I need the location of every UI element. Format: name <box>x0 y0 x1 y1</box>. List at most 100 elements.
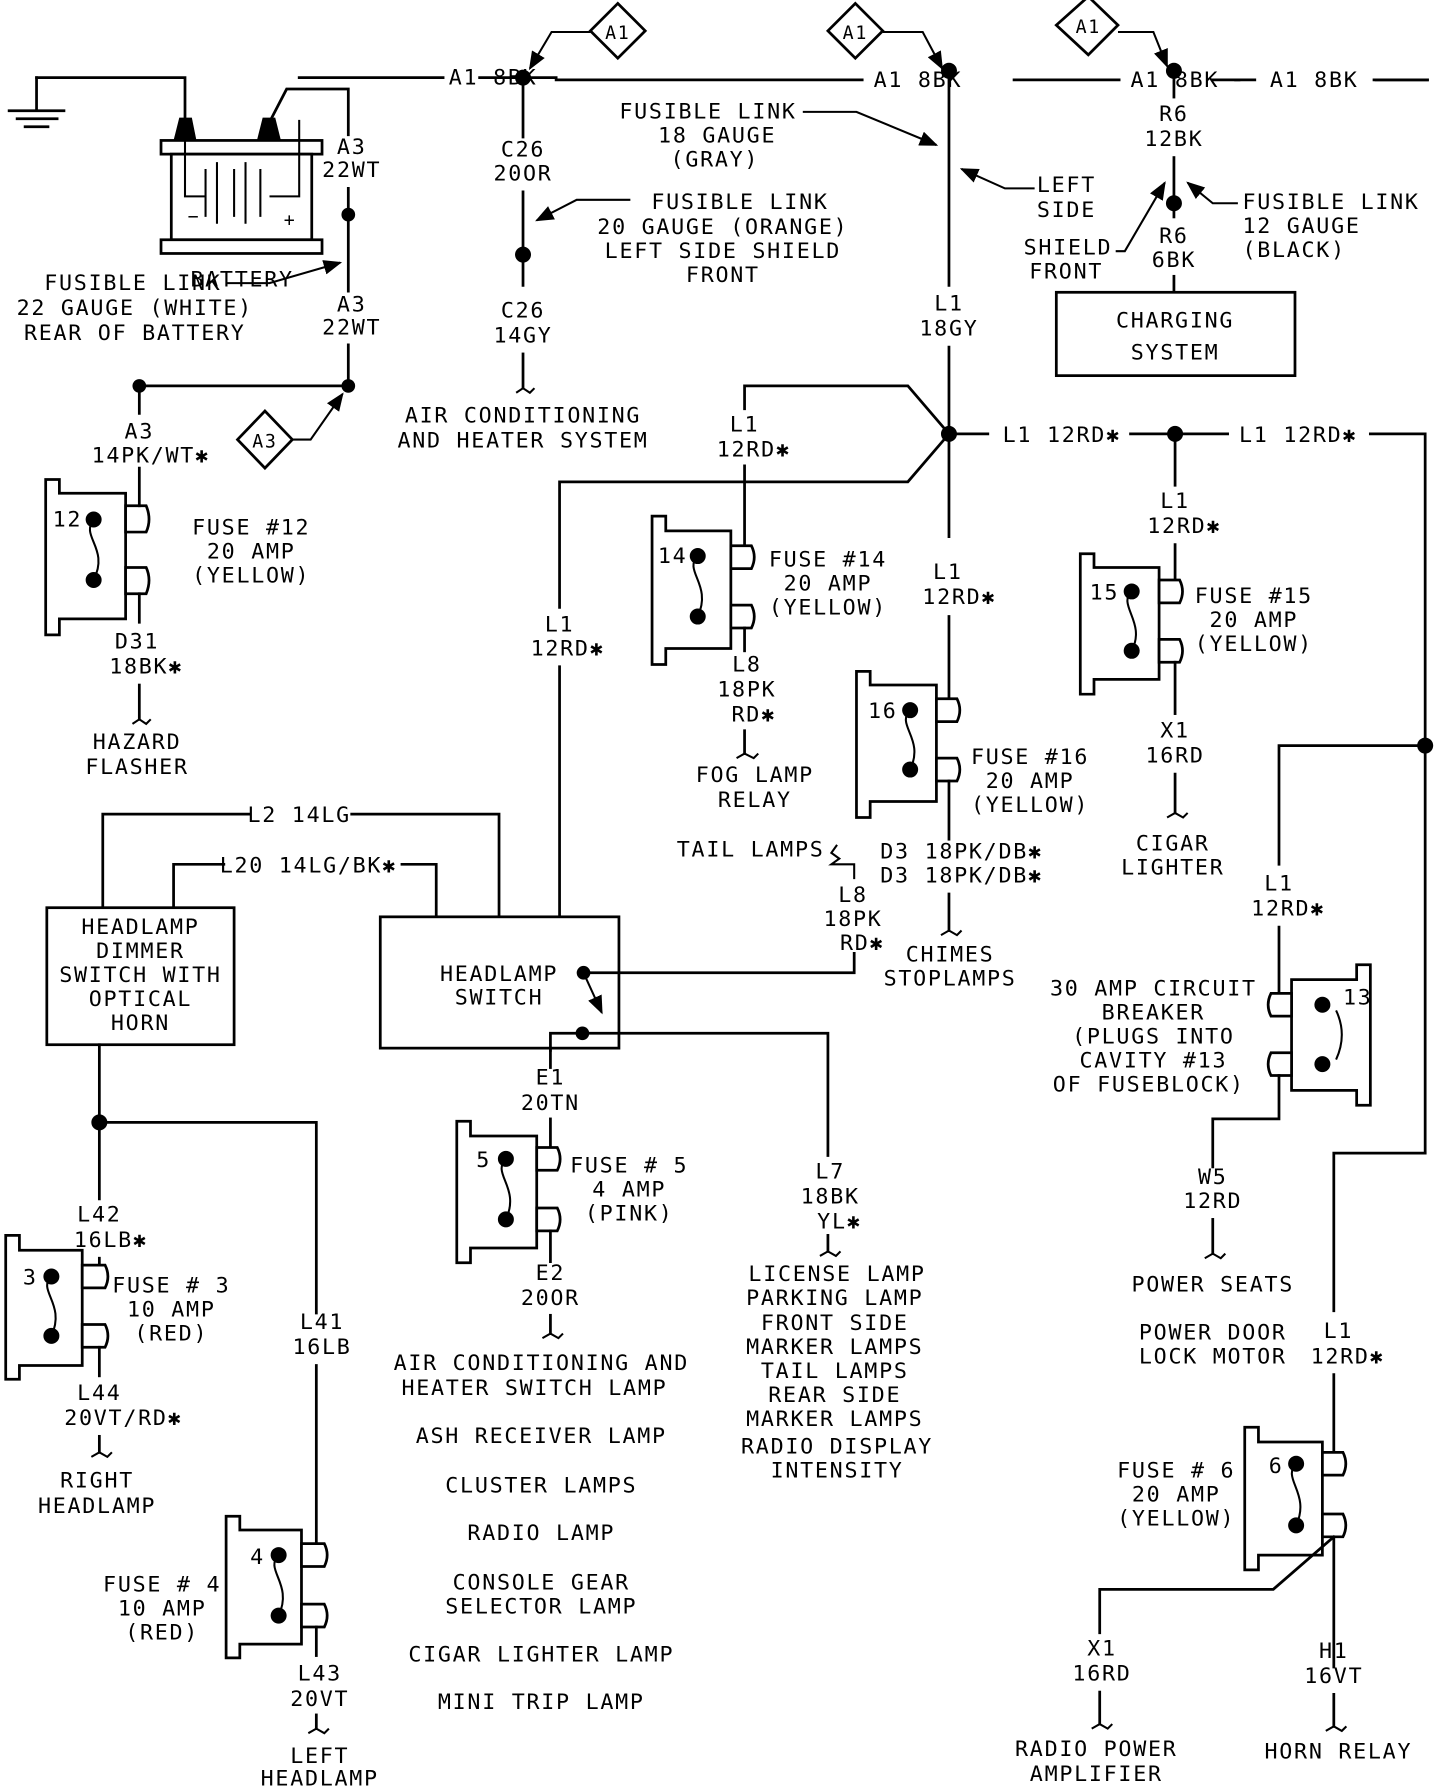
fuse-3-in-code: L42 <box>77 1203 121 1228</box>
fog-lamp-relay-2: RELAY <box>718 788 792 813</box>
cb-out-gauge: 12RD <box>1183 1189 1242 1214</box>
l41-code: L41 <box>300 1310 344 1335</box>
fuse-3-label: FUSE # 3 <box>112 1273 230 1298</box>
a3-mid-gauge: 22WT <box>322 316 381 341</box>
r6-top-code: R6 <box>1159 102 1189 127</box>
shield-front-2: FRONT <box>1029 260 1103 285</box>
fuse-3-out-gauge: 20VT/RD✱ <box>64 1406 182 1431</box>
horn-relay-label: HORN RELAY <box>1265 1739 1413 1764</box>
fuse-4-out-code: L43 <box>298 1662 342 1687</box>
headlamp-switch-label-1: HEADLAMP <box>440 962 558 987</box>
c26-fusible-link-2: 20 GAUGE (ORANGE) <box>597 215 848 240</box>
fuse-16-in-gauge: 12RD✱ <box>922 585 996 610</box>
l7-destinations: LICENSE LAMP PARKING LAMP FRONT SIDE MAR… <box>741 1262 931 1483</box>
r6-fusible-link-2: 12 GAUGE <box>1242 214 1360 239</box>
l7-gauge2: YL✱ <box>817 1210 861 1235</box>
l7-dest-7: MARKER LAMPS <box>746 1407 923 1432</box>
fuse-3[interactable]: 3 <box>4 1234 110 1381</box>
fuse-6[interactable]: 6 <box>1243 1425 1348 1572</box>
splice-ref-a3[interactable]: A3 <box>235 409 295 471</box>
fuse-15-label: FUSE #15 <box>1195 584 1313 609</box>
fuse-6-out2-code: H1 <box>1319 1639 1349 1664</box>
r6-bot-gauge: 6BK <box>1152 248 1196 273</box>
svg-text:A1: A1 <box>843 23 868 44</box>
fuse-4[interactable]: 4 <box>224 1514 329 1660</box>
dest-ac-heater-switch-lamp-1: AIR CONDITIONING AND <box>394 1351 689 1376</box>
battery-negative: − <box>188 207 201 228</box>
fuse-4-out-gauge: 20VT <box>290 1687 349 1712</box>
dest-console-gear-2: SELECTOR LAMP <box>445 1594 637 1619</box>
fuse-16[interactable]: 16 <box>855 669 962 819</box>
svg-text:A1: A1 <box>1076 17 1101 38</box>
fuse-15-out-gauge: 16RD <box>1146 744 1205 769</box>
charging-system-box[interactable]: CHARGING SYSTEM <box>1054 290 1297 378</box>
fuse-14[interactable]: 14 <box>650 514 756 666</box>
fuse-3-cavity: 3 <box>23 1265 38 1290</box>
l7-dest-1: LICENSE LAMP <box>748 1262 925 1287</box>
l8-code: L8 <box>838 883 868 908</box>
chimes-label: CHIMES <box>906 942 995 967</box>
fuse-5[interactable]: 5 <box>455 1119 562 1265</box>
headlamp-dimmer-switch[interactable]: HEADLAMP DIMMER SWITCH WITH OPTICAL HORN <box>45 906 236 1047</box>
cb-in-code: L1 <box>1264 872 1294 897</box>
fuse-6-in-gauge: 12RD✱ <box>1311 1344 1385 1369</box>
r6-fusible-link-1: FUSIBLE LINK <box>1242 190 1419 215</box>
a3-fusible-link-2: 22 GAUGE (WHITE) <box>17 296 253 321</box>
circuit-breaker-13[interactable]: 13 <box>1266 963 1372 1107</box>
fuse-5-out-code: E2 <box>536 1261 566 1286</box>
c26-fusible-link-4: FRONT <box>686 263 760 288</box>
fuse-4-color: (RED) <box>125 1621 199 1646</box>
dest-cigar-lighter-lamp: CIGAR LIGHTER LAMP <box>408 1642 674 1667</box>
left-headlamp-2: HEADLAMP <box>261 1767 379 1788</box>
fuse-14-out-gauge2: RD✱ <box>732 703 776 728</box>
r6-bot-code: R6 <box>1159 224 1189 249</box>
l1-feed-gauge: 18GY <box>919 317 978 342</box>
fuse-12[interactable]: 12 <box>44 478 151 637</box>
headlamp-switch[interactable]: HEADLAMP SWITCH <box>378 915 621 1050</box>
fuse-14-in-gauge: 12RD✱ <box>717 438 791 463</box>
left-side-2: SIDE <box>1037 198 1096 223</box>
radio-power-amp-1: RADIO POWER <box>1015 1737 1177 1762</box>
fuse-6-out2-gauge: 16VT <box>1304 1664 1363 1689</box>
l7-code: L7 <box>815 1159 845 1184</box>
fuse-14-rating: 20 AMP <box>784 571 873 596</box>
splice-ref-a1-2[interactable]: A1 <box>825 1 885 61</box>
a3-mid-code: A3 <box>337 293 367 318</box>
l1-fusible-link-2: 18 GAUGE <box>658 124 776 149</box>
battery-positive: + <box>284 210 297 231</box>
hazard-flasher-2: FLASHER <box>85 755 188 780</box>
cb-label-1: 30 AMP CIRCUIT <box>1050 977 1257 1002</box>
dimmer-label-2: DIMMER <box>96 939 185 964</box>
wire-a1-label-4b: A1 8BK <box>1270 68 1359 93</box>
fuse-15-rating: 20 AMP <box>1210 608 1299 633</box>
ac-heater-system-1: AIR CONDITIONING <box>405 403 641 428</box>
fuse-3-color: (RED) <box>134 1321 208 1346</box>
power-door-lock-2: LOCK MOTOR <box>1139 1344 1287 1369</box>
fuse-3-rating: 10 AMP <box>127 1297 216 1322</box>
fuse-15[interactable]: 15 <box>1078 552 1184 696</box>
l7-dest-9: INTENSITY <box>771 1458 904 1483</box>
c26-top-gauge: 20OR <box>493 161 552 186</box>
dimmer-label-1: HEADLAMP <box>81 915 199 940</box>
hazard-flasher-1: HAZARD <box>93 730 182 755</box>
tail-lamps-label: TAIL LAMPS <box>677 837 825 862</box>
fuse-16-out-line2: D3 18PK/DB✱ <box>880 864 1042 889</box>
fuse-15-color: (YELLOW) <box>1195 632 1313 657</box>
battery-label: BATTERY <box>190 268 293 293</box>
a3-out-gauge: 14PK/WT✱ <box>92 443 210 468</box>
stoplamps-label: STOPLAMPS <box>884 966 1017 991</box>
fuse-5-rating: 4 AMP <box>592 1178 666 1203</box>
fuse-6-out1-gauge: 16RD <box>1072 1662 1131 1687</box>
cb-label-4: CAVITY #13 <box>1080 1049 1228 1074</box>
svg-text:A1: A1 <box>605 23 630 44</box>
cb-label-3: (PLUGS INTO <box>1072 1025 1234 1050</box>
c26-fusible-link-3: LEFT SIDE SHIELD <box>605 239 841 264</box>
splice-ref-a1-3[interactable]: A1 <box>1054 0 1120 57</box>
l1-feed-code: L1 <box>934 292 964 317</box>
fuse-14-label: FUSE #14 <box>769 547 887 572</box>
splice-ref-a1-1[interactable]: A1 <box>588 1 648 61</box>
dest-mini-trip-lamp: MINI TRIP LAMP <box>438 1690 645 1715</box>
radio-power-amp-2: AMPLIFIER <box>1030 1762 1163 1787</box>
headlamp-switch-feed-code: L1 <box>545 612 575 637</box>
